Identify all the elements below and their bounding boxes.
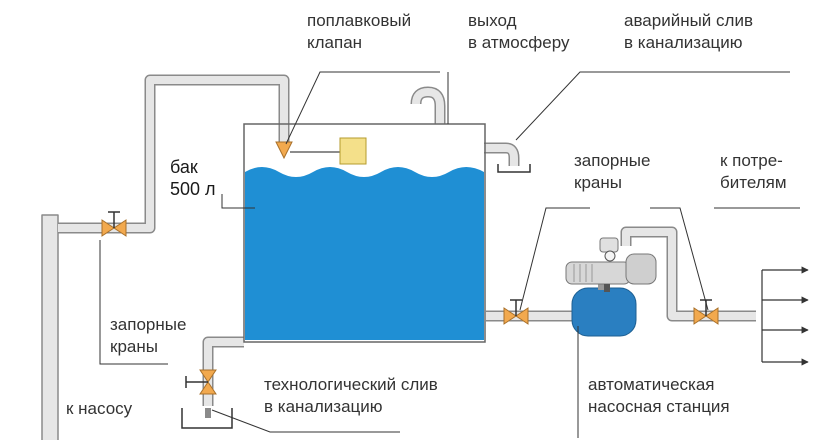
consumer-outlets	[761, 266, 809, 366]
vent-pipe	[410, 86, 446, 124]
shutoff-left-label: запорные краны	[110, 315, 187, 356]
vent-label: выход в атмосферу	[468, 11, 570, 52]
overflow-basin-icon	[497, 164, 531, 173]
shutoff-right-label: запорные краны	[574, 151, 651, 192]
float-valve-label: поплавковый клапан	[307, 11, 412, 52]
tech-drain-label: технологический слив в канализацию	[264, 375, 438, 416]
pump-head	[625, 253, 657, 285]
water	[245, 167, 484, 340]
pump-station-label: автоматическая насосная станция	[588, 375, 730, 416]
consumers-label: к потре- бителям	[720, 151, 787, 192]
pump-station-icon	[565, 237, 657, 337]
pressure-gauge	[604, 250, 616, 262]
pump-riser-pipe	[41, 214, 59, 440]
float-valve-icon	[275, 137, 367, 165]
pressure-switch	[599, 237, 619, 253]
tank	[243, 123, 486, 343]
valve-drain-icon	[185, 369, 217, 395]
overflow-label: аварийный слив в канализацию	[624, 11, 753, 52]
valve-outlet-icon	[503, 299, 529, 325]
leader-lines	[99, 71, 800, 438]
pump-motor	[565, 261, 631, 285]
overflow-pipe	[484, 142, 520, 166]
tank-outline	[243, 123, 486, 343]
accumulator-tank	[571, 287, 637, 337]
valve-inlet-icon	[101, 211, 127, 237]
tank-label: бак 500 л	[170, 157, 216, 199]
to-pump-label: к насосу	[66, 399, 133, 418]
float-box-icon	[339, 137, 367, 165]
